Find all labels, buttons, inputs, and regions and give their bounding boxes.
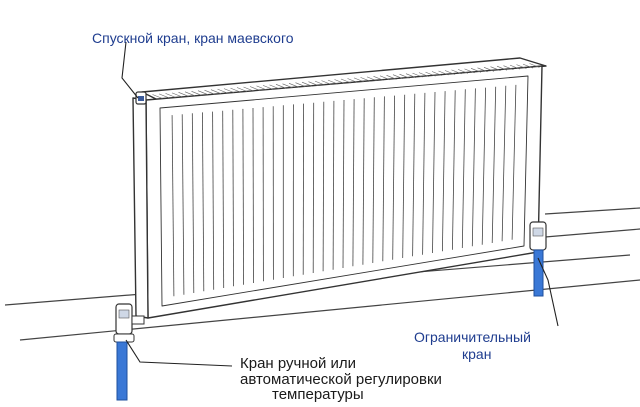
supply-pipe	[117, 342, 127, 400]
limiting-valve-label-line2: кран	[462, 346, 491, 362]
drain-valve-label: Спускной кран, кран маевского	[92, 30, 294, 46]
control-valve-label-line3: температуры	[272, 387, 364, 403]
control-valve-label-line1: Кран ручной или	[240, 356, 356, 372]
radiator-fin	[253, 108, 254, 283]
limiting-valve-label-line1: Ограничительный	[414, 329, 531, 345]
return-pipe	[534, 250, 543, 296]
radiator-fin	[313, 103, 314, 273]
limiting-valve	[530, 222, 546, 250]
radiator-body	[133, 58, 546, 318]
